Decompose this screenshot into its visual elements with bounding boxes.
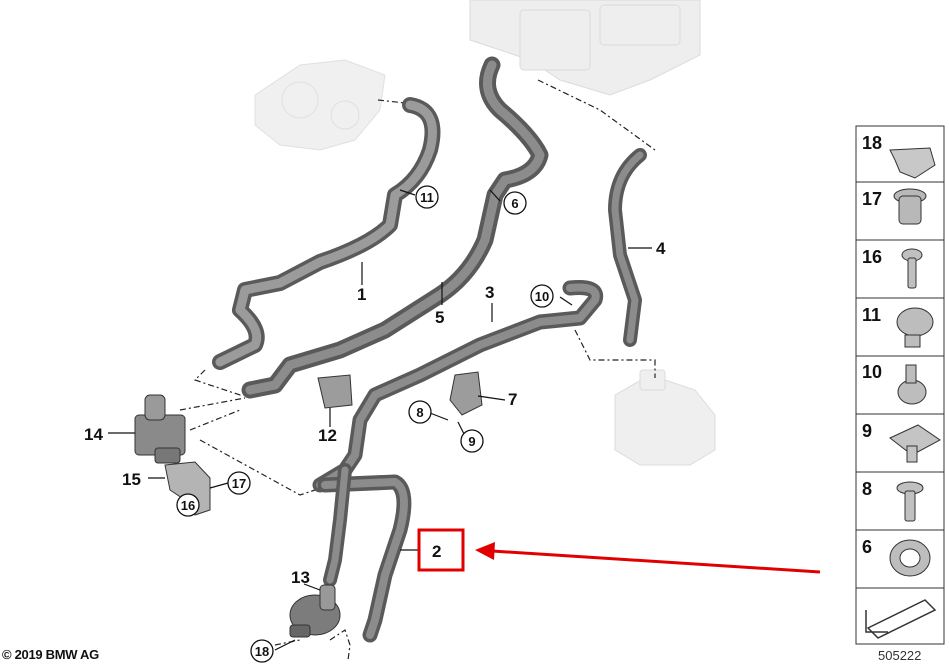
callout-16: 16 (176, 493, 200, 517)
callout-13: 13 (291, 568, 310, 587)
callout-9: 9 (460, 429, 484, 453)
callout-17: 17 (227, 471, 251, 495)
callout-5: 5 (435, 308, 444, 327)
legend-item-18: 18 (862, 133, 882, 153)
legend-item-6: 6 (862, 537, 872, 557)
callout-14: 14 (84, 425, 103, 444)
svg-text:8: 8 (416, 405, 423, 420)
bolt-icon (896, 481, 924, 522)
screw-icon (901, 248, 923, 289)
hoses (212, 56, 647, 643)
bracket-7 (449, 371, 483, 416)
aux-water-pump-14 (134, 394, 186, 464)
svg-text:18: 18 (255, 644, 269, 659)
callout-1: 1 (357, 285, 366, 304)
highlight-arrow (475, 542, 821, 574)
speed-nut-icon (889, 424, 941, 463)
hose-clamp-icon (896, 307, 934, 348)
callout-18: 18 (250, 639, 274, 663)
clip-icon (889, 147, 936, 179)
hose-clamp-small-icon (897, 364, 927, 405)
set-symbol-icon (865, 599, 937, 639)
bracket-12 (317, 374, 353, 409)
svg-text:6: 6 (511, 196, 518, 211)
diagram-number: 505222 (878, 648, 922, 663)
svg-text:11: 11 (420, 190, 434, 205)
callout-8: 8 (408, 400, 432, 424)
svg-text:2: 2 (432, 542, 441, 561)
callout-4: 4 (656, 239, 666, 258)
ghost-expansion-tank (614, 369, 716, 466)
grommet-icon (893, 188, 927, 225)
callout-7: 7 (508, 390, 517, 409)
legend-item-16: 16 (862, 247, 882, 267)
legend-item-17: 17 (862, 189, 882, 209)
highlight-callout-2: 2 (417, 528, 465, 572)
ghost-engine-part (254, 59, 386, 151)
legend-item-8: 8 (862, 479, 872, 499)
callout-3: 3 (485, 283, 494, 302)
callout-6: 6 (503, 191, 527, 215)
callout-10: 10 (530, 284, 554, 308)
leader-lines (108, 189, 652, 651)
svg-text:10: 10 (535, 289, 549, 304)
water-pump-13 (289, 584, 341, 638)
legend-item-11: 11 (862, 305, 881, 325)
callout-15: 15 (122, 470, 141, 489)
legend-panel: 18 17 16 11 10 9 8 (855, 125, 945, 645)
svg-text:17: 17 (232, 476, 246, 491)
legend-item-9: 9 (862, 421, 872, 441)
sleeve-clamp-icon (889, 539, 931, 577)
legend-item-10: 10 (862, 362, 882, 382)
svg-text:9: 9 (468, 434, 475, 449)
svg-text:16: 16 (181, 498, 195, 513)
callout-12: 12 (318, 426, 337, 445)
copyright-text: © 2019 BMW AG (2, 647, 99, 662)
callout-11: 11 (415, 185, 439, 209)
ghost-heater-unit (469, 0, 701, 96)
